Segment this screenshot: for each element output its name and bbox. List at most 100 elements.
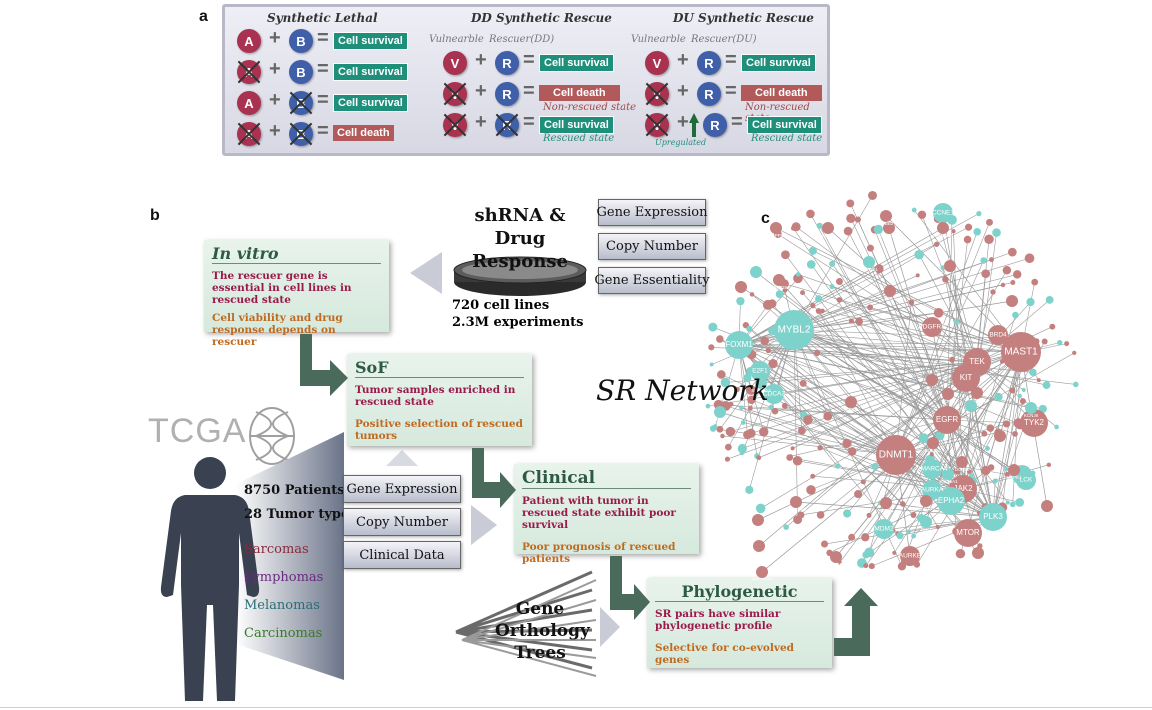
network-node-small — [863, 563, 869, 569]
top-data-gene-essentiality: Gene Essentiality — [594, 267, 710, 294]
network-node-label: KIT — [960, 373, 973, 382]
network-node-small — [755, 503, 766, 514]
network-node-small — [759, 427, 769, 437]
gene-circle: A — [237, 60, 261, 84]
network-node-small — [799, 379, 807, 387]
network-node-small — [965, 223, 973, 231]
equals-sign: = — [725, 49, 737, 71]
network-node-label: SLC46A3 — [751, 388, 771, 393]
network-node-small — [866, 244, 874, 252]
network-node: ERBB2 — [879, 210, 894, 226]
gene-circle: R — [697, 82, 721, 106]
network-edge — [947, 351, 1022, 475]
network-node-small — [918, 433, 929, 444]
gene-circle: V — [443, 113, 467, 137]
vulnerable-label: Vulnearble — [631, 34, 686, 45]
network-node-label: B4GALT2 — [879, 233, 899, 238]
network-node-label: PLK1 — [920, 527, 932, 532]
network-node: SLC46A3 — [751, 377, 771, 393]
network-edge — [793, 329, 967, 379]
network-node-label: AURKB — [899, 553, 921, 560]
network-node-label: LCK — [1020, 477, 1033, 484]
human-silhouette-icon — [160, 457, 260, 701]
equals-sign: = — [317, 27, 329, 49]
clinical-box: Clinical Patient with tumor in rescued s… — [514, 464, 699, 565]
phylogenetic-title: Phylogenetic — [655, 582, 824, 602]
network-node: E2F1 — [750, 361, 770, 381]
network-node-small — [829, 284, 835, 290]
network-node-small — [854, 490, 863, 499]
network-node-small — [782, 287, 788, 293]
network-node-circle — [942, 468, 954, 480]
network-node-small — [790, 225, 796, 231]
network-node-small — [743, 430, 752, 440]
network-node-small — [935, 524, 940, 529]
network-node-circle — [750, 361, 770, 381]
network-node-label: ROCK1 — [878, 508, 894, 513]
network-node: TYK2 — [1020, 409, 1048, 437]
network-node-circle — [880, 497, 892, 509]
network-node-small — [854, 216, 861, 223]
network-edge — [831, 263, 948, 421]
network-node: TRIM28 — [771, 274, 787, 290]
network-edge — [945, 279, 994, 518]
network-node-label: DOT1L — [955, 467, 970, 472]
network-node: B4GALT2 — [879, 222, 899, 238]
network-node-small — [848, 533, 856, 541]
network-edge — [888, 227, 948, 421]
network-node-circle — [944, 260, 956, 272]
network-node-small — [1042, 381, 1051, 389]
tcga-data-clinical-data: Clinical Data — [343, 541, 461, 569]
network-node-label: SMARCA4 — [916, 466, 948, 473]
network-node-small — [1019, 398, 1026, 405]
network-node-circle — [920, 516, 932, 528]
cancer-type-lymphomas: Lymphomas — [244, 570, 324, 585]
sr-network-title: SR Network — [596, 374, 769, 407]
network-node-small — [1004, 471, 1010, 478]
network-node: SLC16A1 — [938, 468, 958, 484]
shrna-title: shRNA & Drug Response — [472, 205, 568, 272]
network-node-small — [929, 452, 934, 457]
gene-circle: R — [495, 113, 519, 137]
network-node-small — [1009, 501, 1016, 508]
network-node-small — [874, 264, 884, 274]
network-node-small — [1045, 295, 1054, 304]
network-node: CENPF — [733, 281, 749, 297]
network-edge — [719, 411, 964, 490]
network-node-label: MTOR — [956, 528, 980, 537]
cancer-type-sarcomas: Sarcomas — [244, 542, 309, 557]
outcome-label: Cell survival — [333, 32, 408, 50]
network-node-label: PHACTR2 — [785, 507, 807, 512]
network-node-small — [994, 392, 1003, 402]
network-node: EGFR — [933, 406, 961, 434]
in-vitro-box: In vitro The rescuer gene is essential i… — [204, 240, 389, 348]
network-node-small — [892, 550, 897, 555]
outcome-label: Cell death — [741, 85, 822, 101]
network-node-circle — [764, 384, 784, 404]
network-node: EPHA2 — [937, 487, 965, 515]
network-node-label: PDK1 — [884, 296, 896, 301]
equals-sign: = — [523, 80, 535, 102]
network-node-circle — [965, 400, 977, 412]
phylogenetic-line1: SR pairs have similar phylogenetic profi… — [655, 608, 781, 632]
network-node-small — [1031, 278, 1039, 286]
network-node: SMARCA4 — [916, 459, 948, 479]
network-edge — [725, 405, 897, 456]
network-edge — [738, 344, 1032, 409]
gene-circle: A — [237, 29, 261, 53]
network-edge — [793, 329, 933, 381]
network-node: SRGAP1 — [968, 387, 987, 403]
network-node-small — [1054, 424, 1059, 430]
network-node-circle — [952, 364, 980, 392]
network-edge — [738, 344, 952, 502]
tcga-logo: TCGA — [148, 412, 247, 450]
network-node-label: BCL2L2 — [925, 448, 942, 453]
network-node-circle — [874, 519, 894, 539]
upregulated-label: Upregulated — [655, 138, 707, 147]
network-node-small — [739, 405, 744, 411]
network-node: ROCK1 — [878, 497, 894, 513]
network-node-small — [981, 269, 991, 279]
network-node-small — [816, 222, 823, 229]
network-node-small — [1013, 270, 1022, 279]
network-node-label: FLT3 — [995, 441, 1006, 446]
